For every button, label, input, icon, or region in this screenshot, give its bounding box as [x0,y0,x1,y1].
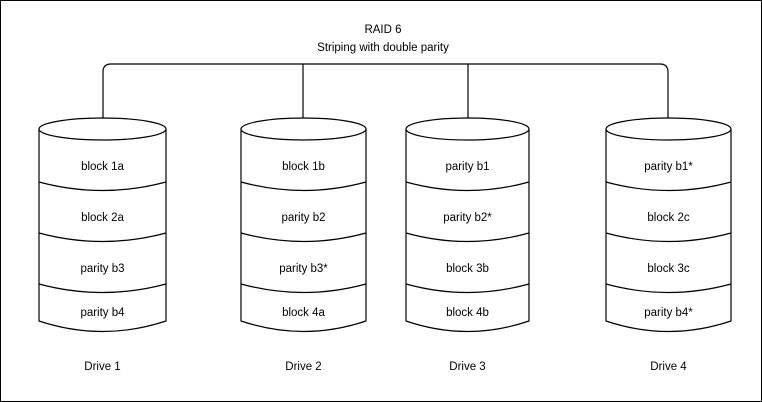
drive-1-block-3: parity b3 [80,263,124,275]
drive-1-block-4: parity b4 [80,307,125,319]
drive-3[interactable]: parity b1 parity b2* block 3b block 4b D… [405,117,530,373]
drive-2-label: Drive 2 [285,361,321,373]
drive-4-cylinder-top [605,117,732,141]
drive-4-divider-2 [605,232,732,243]
drive-2-cylinder-top [240,117,367,141]
drive-4-label: Drive 4 [650,361,687,373]
drive-2-block-3: parity b3* [279,263,328,275]
drive-4-cylinder-body [605,128,732,333]
drive-4-divider-3 [605,283,732,294]
drive-2-block-1: block 1b [282,161,325,173]
drive-1-block-1: block 1a [81,161,124,173]
drive-1-divider-2 [38,232,167,243]
drive-4-block-3: block 3c [647,263,689,275]
drive-4-block-2: block 2c [647,212,689,224]
bus-rail [102,63,669,123]
drive-3-cylinder-body [405,128,530,333]
drive-3-cylinder-top [405,117,530,141]
bus-connector [102,63,669,123]
drive-2[interactable]: block 1b parity b2 parity b3* block 4a D… [240,117,367,373]
drive-3-block-3: block 3b [446,263,489,275]
drive-3-divider-2 [405,232,530,243]
drive-3-divider-1 [405,181,530,192]
page-title: RAID 6 [364,24,401,36]
drive-2-divider-1 [240,181,367,192]
drive-1-block-2: block 2a [81,212,124,224]
drive-3-label: Drive 3 [449,361,485,373]
diagram-title-group: RAID 6 Striping with double parity [317,24,449,54]
drive-4-divider-1 [605,181,732,192]
page-subtitle: Striping with double parity [317,42,449,54]
drive-2-block-2: parity b2 [281,212,325,224]
drive-1-divider-3 [38,283,167,294]
drive-3-divider-3 [405,283,530,294]
drive-4-block-1: parity b1* [644,161,693,173]
drive-2-block-4: block 4a [282,307,325,319]
drive-3-block-1: parity b1 [445,161,489,173]
drive-3-block-2: parity b2* [443,212,492,224]
drive-2-cylinder-body [240,128,367,333]
drive-1-cylinder-top [38,117,167,141]
drive-1-divider-1 [38,181,167,192]
drive-3-block-4: block 4b [446,307,489,319]
drive-2-divider-2 [240,232,367,243]
drive-1[interactable]: block 1a block 2a parity b3 parity b4 Dr… [38,117,167,373]
drive-4[interactable]: parity b1* block 2c block 3c parity b4* … [605,117,732,373]
drive-4-block-4: parity b4* [644,307,693,319]
drive-1-cylinder-body [38,128,167,333]
drive-2-divider-3 [240,283,367,294]
drive-1-label: Drive 1 [84,361,120,373]
